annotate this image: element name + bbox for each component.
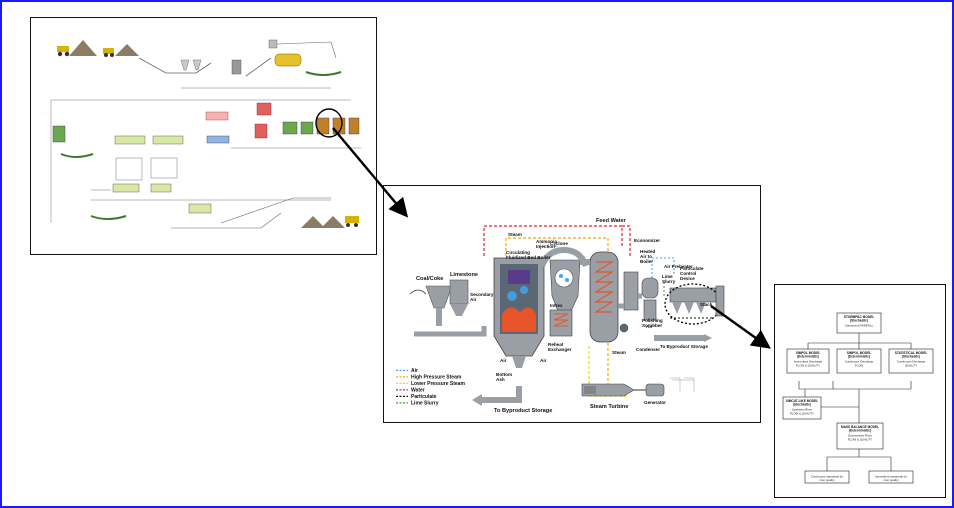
legend-label: Lime Slurry <box>411 401 439 407</box>
box-simpol-intermittent-text: (Deterministic) <box>797 355 819 359</box>
label-steam-top: Steam <box>508 232 522 237</box>
condenser-icon <box>620 324 628 332</box>
label-intrex: Intrex <box>550 303 563 308</box>
plant-flowsheet-diagram: . . . . . . . . . <box>31 18 376 254</box>
power-line-icon <box>670 378 694 392</box>
box-continuous-standards-text: river quality <box>820 478 835 482</box>
box-mass-balance-text: FLOW & QUALITY <box>848 437 872 441</box>
model-flowchart: STORMPAC MODEL(Stochastic)Catchment RAIN… <box>775 285 945 497</box>
particulate-control-device-icon <box>670 288 716 314</box>
box-statistical-text: QUALITY <box>905 363 917 367</box>
generator-icon <box>646 384 664 396</box>
plant-flowsheet-panel: . . . . . . . . . <box>30 17 377 255</box>
haul-truck-icon <box>345 216 359 227</box>
label-feed-water: Feed Water <box>596 218 627 224</box>
coal-arrow-icon <box>410 290 426 294</box>
svg-text:. . .: . . . <box>41 111 45 114</box>
ball-mill-icon <box>275 54 301 66</box>
label-air-left: Air <box>500 358 507 363</box>
economizer-icon <box>624 272 638 310</box>
svg-text:. . .: . . . <box>331 144 335 147</box>
box-simcat-text: FLOW & QUALITY <box>790 411 814 415</box>
svg-text:. . .: . . . <box>321 46 325 49</box>
label-condenser: Condenser <box>636 347 660 352</box>
label-to-byproduct-storage-right: To Byproduct Storage <box>660 344 708 349</box>
label-steam-turbine: Steam Turbine <box>590 404 628 410</box>
label-limestone: Limestone <box>450 272 478 278</box>
box-intermittent-standards-text: river quality <box>884 478 899 482</box>
coal-hopper-icon <box>426 286 452 326</box>
label-generator: Generator <box>644 400 666 405</box>
stockpile-icon <box>69 40 97 56</box>
superheater-icon <box>508 270 530 284</box>
box-simpol-intermittent-text: FLOW & QUALITY <box>796 363 820 367</box>
steam-turbine-icon <box>582 384 634 396</box>
model-flowchart-panel: STORMPAC MODEL(Stochastic)Catchment RAIN… <box>774 284 946 498</box>
fire-icon <box>502 307 536 332</box>
label-stack: Stack <box>700 302 713 307</box>
box-simpol-continuous-text: FLOW <box>855 363 864 367</box>
polishing-scrubber-icon <box>644 300 656 320</box>
legend-label: Lower Pressure Steam <box>411 381 465 387</box>
label-coal-coke: Coal/Coke <box>416 276 443 282</box>
label-air-mid: Air <box>540 358 547 363</box>
box-simcat-text: (Stochastic) <box>793 403 811 407</box>
air-preheater-icon <box>642 278 658 298</box>
box-stormpac-text: Catchment RAINFALL <box>845 324 874 328</box>
legend-label: Particulate <box>411 394 437 400</box>
legend-label: Air <box>411 368 418 374</box>
stockpile-icon <box>115 44 139 56</box>
box-stormpac-text: (Stochastic) <box>850 319 868 323</box>
label-steam-mid: Steam <box>612 350 626 355</box>
label-cyclone: Cyclone <box>550 241 568 246</box>
model-boxes: STORMPAC MODEL(Stochastic)Catchment RAIN… <box>783 313 933 483</box>
limestone-silo-icon <box>450 280 468 316</box>
label-to-byproduct-storage-bottom: To Byproduct Storage <box>494 408 552 414</box>
legend-label: Water <box>411 388 425 394</box>
box-statistical-text: (Stochastic) <box>902 355 920 359</box>
loader-truck-icon <box>57 46 69 56</box>
box-simpol-continuous-text: (Deterministic) <box>848 355 870 359</box>
loader-truck-icon <box>103 48 114 57</box>
label-economizer: Economizer <box>634 238 660 243</box>
legend-label: High Pressure Steam <box>411 375 462 381</box>
stack-icon <box>716 286 724 316</box>
box-mass-balance-text: (Deterministic) <box>849 429 871 433</box>
